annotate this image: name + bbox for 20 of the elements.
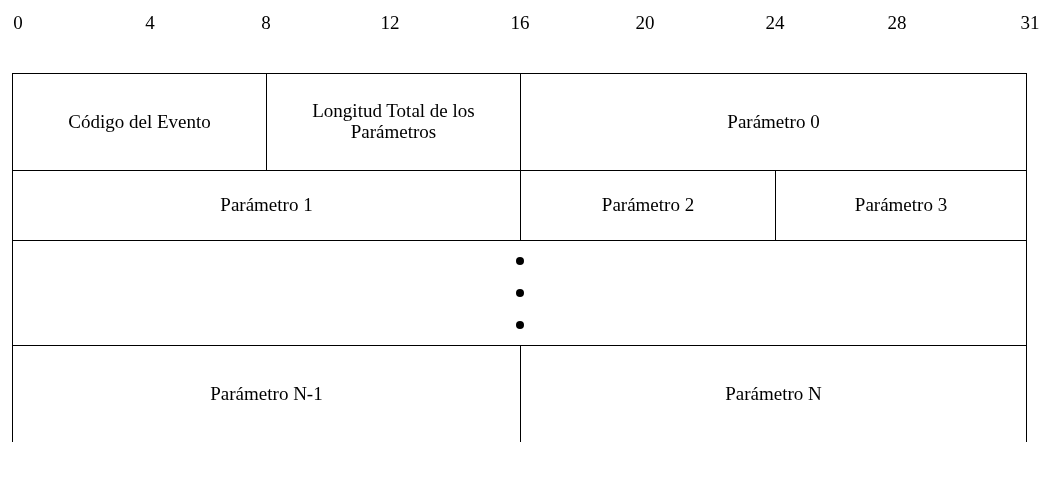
field-cell (520, 73, 1027, 171)
field-name: Parámetro N (724, 383, 823, 405)
field-name: Parámetro 3 (853, 195, 949, 216)
bit-number: 16 (510, 12, 530, 34)
bit-number: 24 (765, 12, 785, 34)
bit-number: 20 (635, 12, 655, 34)
bit-number: 31 (1020, 12, 1040, 34)
field-name: Parámetro N-1 (209, 383, 324, 405)
bit-number: 8 (261, 12, 271, 34)
field-name: Parámetro 0 (726, 111, 821, 133)
field-name: Parámetro 1 (219, 195, 314, 216)
bit-number: 4 (145, 12, 155, 34)
field-cell (12, 73, 267, 171)
field-name: Parámetro 2 (600, 195, 696, 216)
bit-number: 28 (887, 12, 907, 34)
ellipsis-row (12, 240, 1027, 346)
field-name: Longitud Total de los Parámetros (311, 101, 476, 143)
bit-number: 12 (380, 12, 400, 34)
bit-number: 0 (13, 12, 23, 34)
field-name: Código del Evento (67, 111, 212, 133)
